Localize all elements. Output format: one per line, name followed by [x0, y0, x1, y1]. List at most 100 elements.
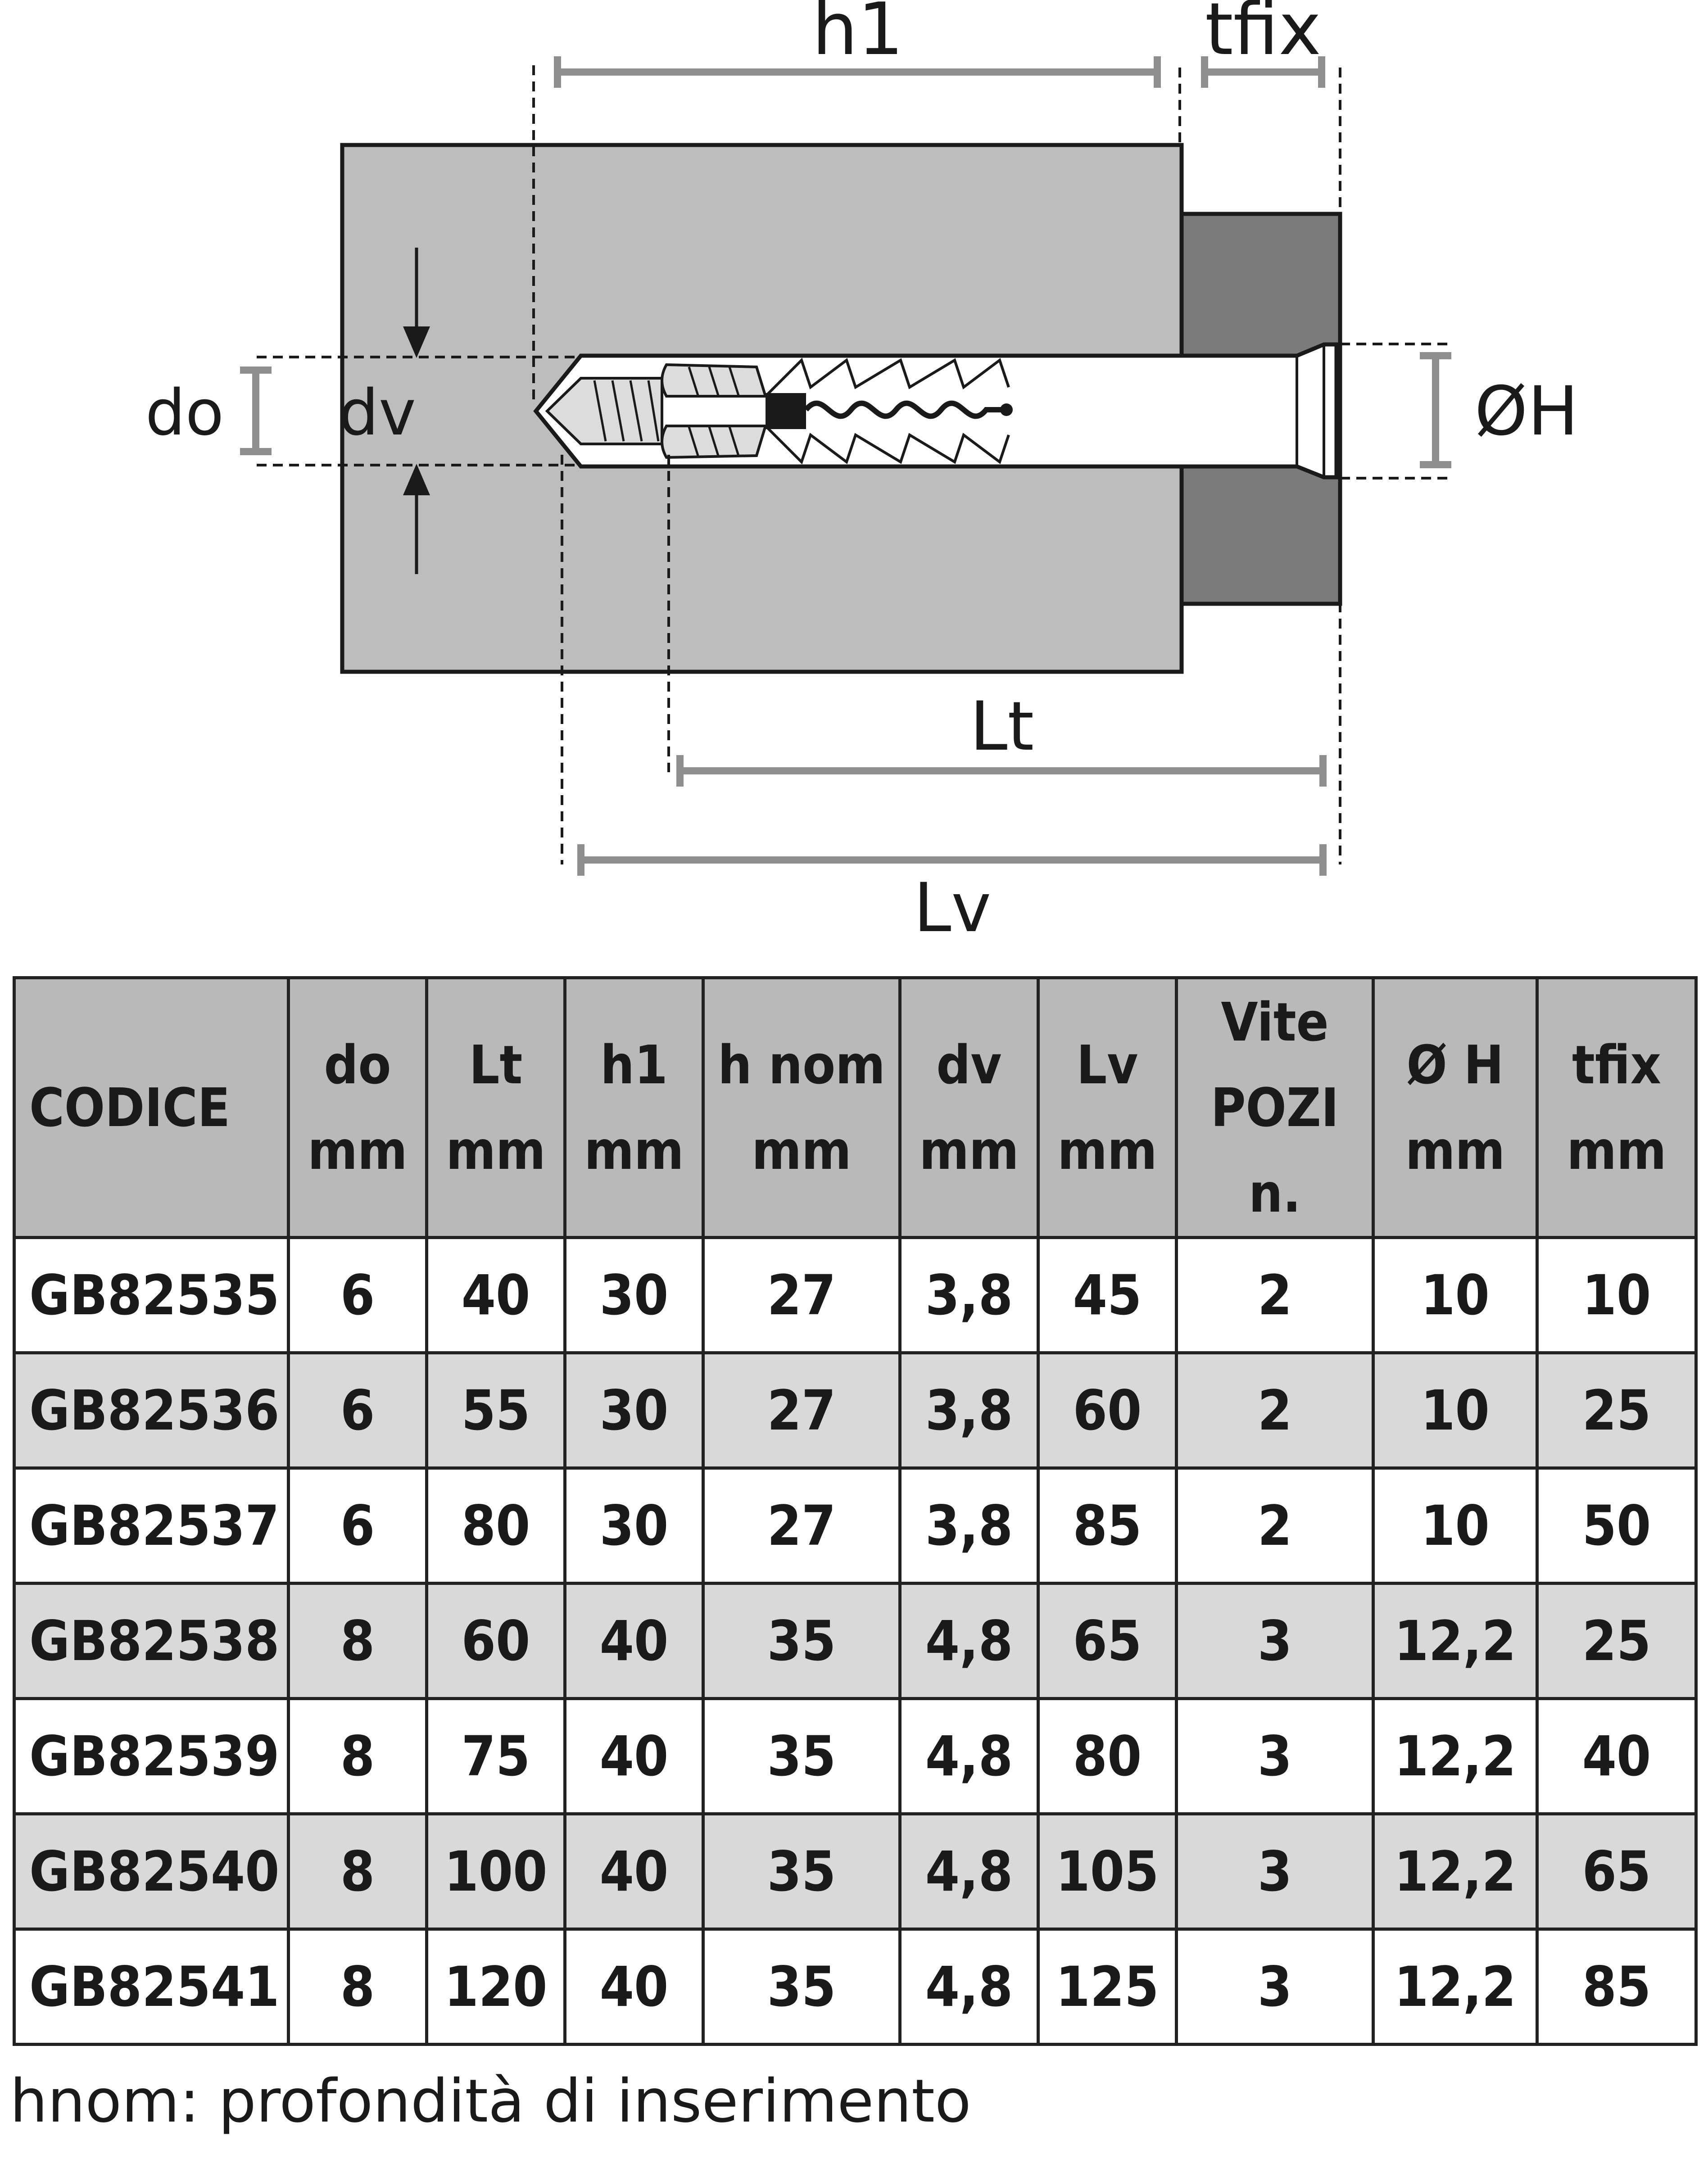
footnote: hnom: profondità di inserimento — [10, 2067, 971, 2136]
cell-hnom: 27 — [702, 1351, 902, 1470]
cell-do: 6 — [287, 1466, 428, 1585]
cell-lt: 80 — [425, 1466, 566, 1585]
cell-oh: 12,2 — [1372, 1697, 1539, 1815]
cell-h1: 30 — [563, 1466, 705, 1585]
cell-lv: 60 — [1037, 1351, 1178, 1470]
cell-hnom: 35 — [702, 1928, 902, 2046]
cell-hnom: 35 — [702, 1582, 902, 1700]
cell-code: GB82536 — [13, 1351, 290, 1470]
cell-dv: 4,8 — [898, 1928, 1040, 2046]
cell-lv: 80 — [1037, 1697, 1178, 1815]
label-lt: Lt — [970, 688, 1034, 766]
cell-lt: 40 — [425, 1236, 566, 1354]
cell-vite: 3 — [1175, 1812, 1375, 1931]
cell-hnom: 35 — [702, 1697, 902, 1815]
cell-h1: 40 — [563, 1812, 705, 1931]
plug-anchor — [533, 342, 1339, 480]
cell-oh: 10 — [1372, 1236, 1539, 1354]
cell-hnom: 27 — [702, 1466, 902, 1585]
cell-do: 8 — [287, 1582, 428, 1700]
cell-lv: 85 — [1037, 1466, 1178, 1585]
cell-code: GB82538 — [13, 1582, 290, 1700]
cell-do: 8 — [287, 1697, 428, 1815]
cell-oh: 10 — [1372, 1351, 1539, 1470]
cell-h1: 30 — [563, 1351, 705, 1470]
label-dv: dv — [339, 376, 416, 450]
dimension-lines — [240, 56, 1451, 876]
cell-oh: 12,2 — [1372, 1582, 1539, 1700]
cell-oh: 12,2 — [1372, 1928, 1539, 2046]
label-do: do — [145, 376, 224, 450]
cell-code: GB82537 — [13, 1466, 290, 1585]
cell-tfix: 85 — [1536, 1928, 1698, 2046]
cell-dv: 3,8 — [898, 1351, 1040, 1470]
cell-lv: 65 — [1037, 1582, 1178, 1700]
label-tfix: tfix — [1205, 0, 1321, 71]
cell-lv: 45 — [1037, 1236, 1178, 1354]
cell-code: GB82541 — [13, 1928, 290, 2046]
cell-lv: 105 — [1037, 1812, 1178, 1931]
cell-dv: 4,8 — [898, 1812, 1040, 1931]
cell-do: 8 — [287, 1812, 428, 1931]
cell-lt: 75 — [425, 1697, 566, 1815]
cell-tfix: 65 — [1536, 1812, 1698, 1931]
table-row: GB82535 6 40 30 27 3,8 45 2 10 10 — [13, 1236, 1698, 1354]
cell-vite: 2 — [1175, 1466, 1375, 1585]
cell-tfix: 25 — [1536, 1351, 1698, 1470]
cell-lt: 120 — [425, 1928, 566, 2046]
cell-tfix: 50 — [1536, 1466, 1698, 1585]
cell-vite: 3 — [1175, 1697, 1375, 1815]
cell-do: 6 — [287, 1236, 428, 1354]
cell-h1: 30 — [563, 1236, 705, 1354]
table-row: GB82540 8 100 40 35 4,8 105 3 12,2 65 — [13, 1812, 1698, 1931]
cell-vite: 3 — [1175, 1928, 1375, 2046]
cell-lt: 100 — [425, 1812, 566, 1931]
cell-h1: 40 — [563, 1582, 705, 1700]
cell-tfix: 25 — [1536, 1582, 1698, 1700]
cell-h1: 40 — [563, 1697, 705, 1815]
cell-do: 6 — [287, 1351, 428, 1470]
cell-vite: 2 — [1175, 1351, 1375, 1470]
table-row: GB82539 8 75 40 35 4,8 80 3 12,2 40 — [13, 1697, 1698, 1815]
table-row: GB82537 6 80 30 27 3,8 85 2 10 50 — [13, 1466, 1698, 1585]
cell-do: 8 — [287, 1928, 428, 2046]
table-row: GB82536 6 55 30 27 3,8 60 2 10 25 — [13, 1351, 1698, 1470]
table-row: GB82538 8 60 40 35 4,8 65 3 12,2 25 — [13, 1582, 1698, 1700]
anchor-dimension-diagram: h1 tfix do dv ØH Lt Lv — [145, 0, 1579, 947]
cell-h1: 40 — [563, 1928, 705, 2046]
cell-dv: 4,8 — [898, 1582, 1040, 1700]
cell-code: GB82535 — [13, 1236, 290, 1354]
cell-hnom: 27 — [702, 1236, 902, 1354]
cell-oh: 10 — [1372, 1466, 1539, 1585]
header-codice: CODICE — [13, 976, 290, 1239]
cell-tfix: 40 — [1536, 1697, 1698, 1815]
cell-tfix: 10 — [1536, 1236, 1698, 1354]
cell-hnom: 35 — [702, 1812, 902, 1931]
label-oh: ØH — [1475, 372, 1579, 451]
cell-dv: 3,8 — [898, 1236, 1040, 1354]
dv-arrows — [403, 248, 430, 574]
cell-lv: 125 — [1037, 1928, 1178, 2046]
extension-lines — [257, 65, 1452, 864]
cell-dv: 3,8 — [898, 1466, 1040, 1585]
cell-dv: 4,8 — [898, 1697, 1040, 1815]
cell-vite: 2 — [1175, 1236, 1375, 1354]
cell-code: GB82540 — [13, 1812, 290, 1931]
cell-oh: 12,2 — [1372, 1812, 1539, 1931]
label-lv: Lv — [914, 869, 991, 947]
table-row: GB82541 8 120 40 35 4,8 125 3 12,2 85 — [13, 1928, 1698, 2046]
cell-vite: 3 — [1175, 1582, 1375, 1700]
cell-lt: 60 — [425, 1582, 566, 1700]
cell-code: GB82539 — [13, 1697, 290, 1815]
cell-lt: 55 — [425, 1351, 566, 1470]
